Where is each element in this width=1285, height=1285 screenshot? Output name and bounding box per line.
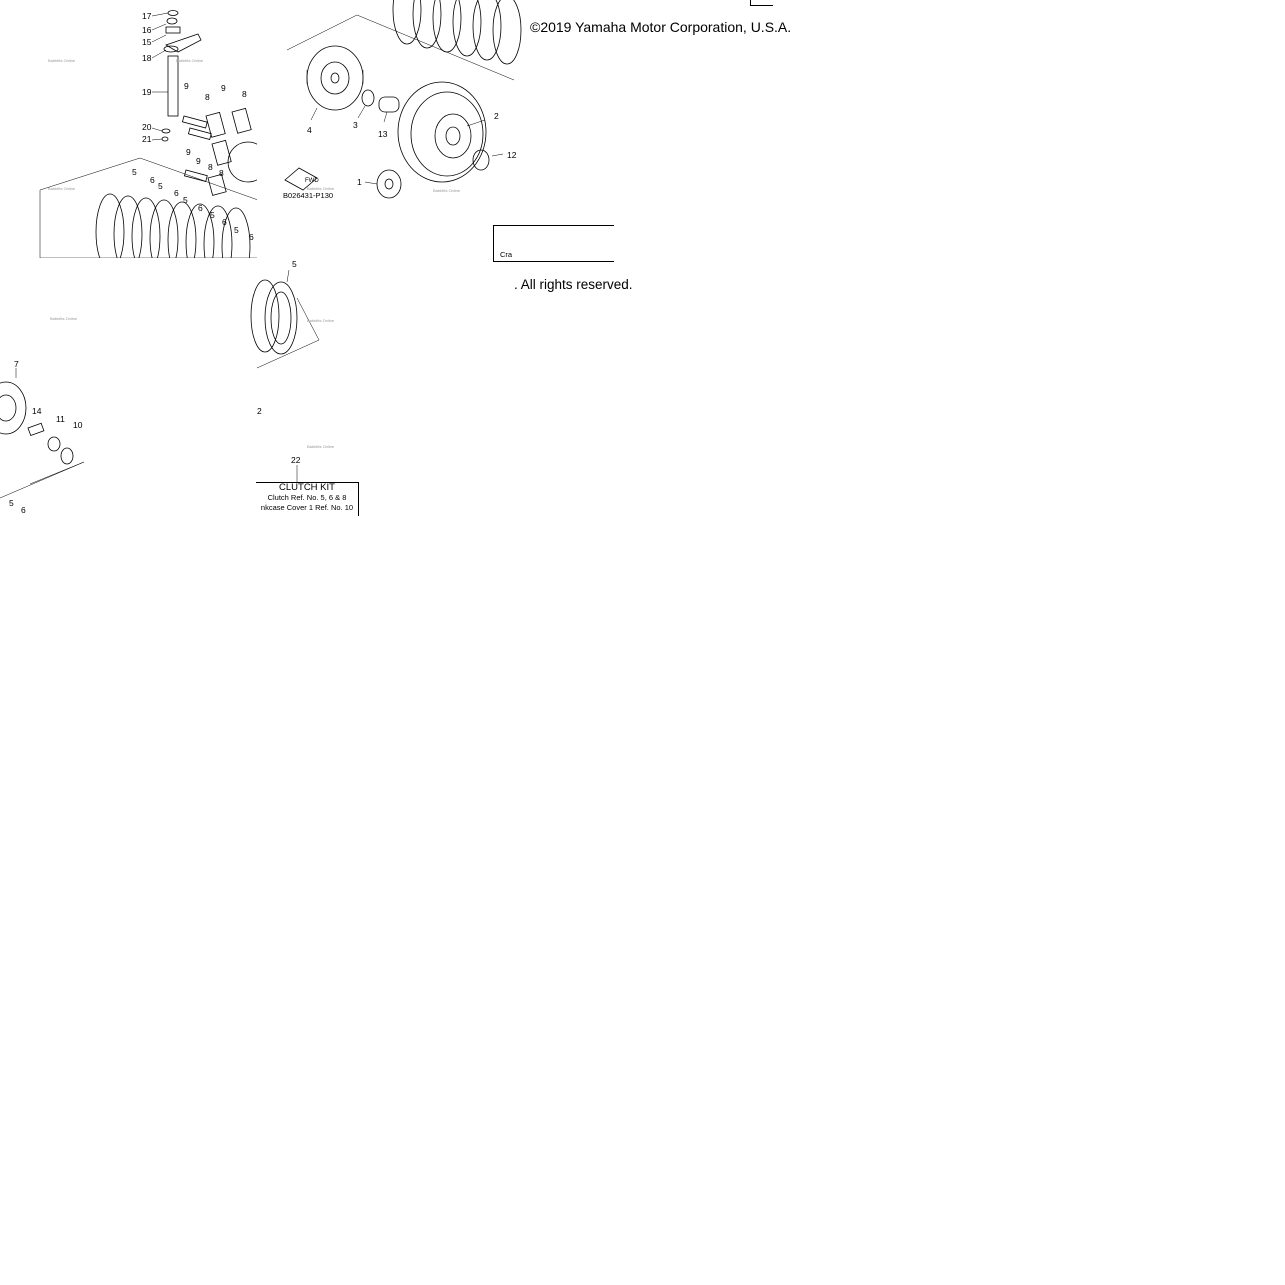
diagram-tile-pressure-plate: 7 14 11 10 5 6 Babbitts Online xyxy=(0,258,257,516)
callout-12: 12 xyxy=(507,150,517,160)
plates-upper xyxy=(392,0,522,65)
callout-14: 14 xyxy=(32,406,42,416)
watermark: Babbitts Online xyxy=(176,58,204,63)
callout-6a: 6 xyxy=(150,175,155,185)
callout-8a: 8 xyxy=(205,92,210,102)
copyright-text: ©2019 Yamaha Motor Corporation, U.S.A. xyxy=(530,19,792,35)
callout-7: 7 xyxy=(14,359,19,369)
callout-5b: 5 xyxy=(158,181,163,191)
callout-6e: 6 xyxy=(249,232,254,242)
callout-13: 13 xyxy=(378,129,388,139)
watermark: Babbitts Online xyxy=(433,188,461,193)
callout-1: 1 xyxy=(357,177,362,187)
kit-box-corner xyxy=(750,0,773,6)
callout-8c: 8 xyxy=(208,162,213,172)
callout-6b: 6 xyxy=(174,188,179,198)
callout-9d: 9 xyxy=(196,156,201,166)
watermark: Babbitts Online xyxy=(48,186,76,191)
clutch-boss xyxy=(306,45,364,111)
callout-6f: 6 xyxy=(21,505,26,515)
callout-12b: 2 xyxy=(257,406,262,416)
clutch-kit-line2: nkcase Cover 1 Ref. No. 10 xyxy=(260,503,354,512)
pressure-plate xyxy=(0,381,27,435)
callout-9a: 9 xyxy=(184,81,189,91)
nut-11 xyxy=(47,436,61,452)
callout-5c: 5 xyxy=(183,195,188,205)
callout-5d: 5 xyxy=(210,210,215,220)
callout-18: 18 xyxy=(142,53,152,63)
pressure-plate-drawing: 7 14 11 10 5 6 Babbitts Online xyxy=(0,316,85,515)
callout-5f: 5 xyxy=(9,498,14,508)
clutch-housing-drawing: FWD B026431-P130 4 3 13 2 12 1 Babbitts … xyxy=(283,0,522,200)
primary-driven-gear xyxy=(397,81,487,183)
clutch-kit-box: CLUTCH KIT Clutch Ref. No. 5, 6 & 8 nkca… xyxy=(256,482,359,516)
callout-15: 15 xyxy=(142,37,152,47)
watermark: Babbitts Online xyxy=(48,58,76,63)
rights-text: . All rights reserved. xyxy=(514,277,633,292)
washer-3 xyxy=(361,89,375,107)
washer-12 xyxy=(472,149,490,171)
watermark: Babbitts Online xyxy=(307,444,335,449)
callout-22: 22 xyxy=(291,455,301,465)
collar-13 xyxy=(378,96,400,113)
callout-8b: 8 xyxy=(242,89,247,99)
drawing-code: B026431-P130 xyxy=(283,191,333,200)
drive-gear-1 xyxy=(376,169,402,199)
plates-lower xyxy=(250,279,298,355)
callout-6c: 6 xyxy=(198,203,203,213)
callout-19: 19 xyxy=(142,87,152,97)
callout-8d: 8 xyxy=(219,168,224,178)
callout-6d: 6 xyxy=(222,217,227,227)
clutch-kit-line1: Clutch Ref. No. 5, 6 & 8 xyxy=(267,493,347,502)
callout-5a: 5 xyxy=(132,167,137,177)
kit-box-partial-text: Cra xyxy=(500,250,513,259)
callout-4: 4 xyxy=(307,125,312,135)
callout-3: 3 xyxy=(353,120,358,130)
callout-5e: 5 xyxy=(234,225,239,235)
callout-5g: 5 xyxy=(292,259,297,269)
callout-21: 21 xyxy=(142,134,152,144)
callout-9c: 9 xyxy=(186,147,191,157)
watermark: Babbitts Online xyxy=(307,186,335,191)
callout-10: 10 xyxy=(73,420,83,430)
fwd-label: FWD xyxy=(305,178,319,184)
diagram-tile-shift-shaft: 17 16 15 18 19 20 21 9 8 9 8 9 9 8 8 5 6… xyxy=(0,0,269,285)
callout-9b: 9 xyxy=(221,83,226,93)
watermark: Babbitts Online xyxy=(307,318,335,323)
washer-10 xyxy=(60,447,74,465)
callout-17: 17 xyxy=(142,11,152,21)
callout-2: 2 xyxy=(494,111,499,121)
diagram-tile-clutch-housing: FWD B026431-P130 4 3 13 2 12 1 Babbitts … xyxy=(257,0,522,258)
watermark: Babbitts Online xyxy=(50,316,78,321)
callout-20: 20 xyxy=(142,122,152,132)
clutch-springs xyxy=(181,107,269,196)
fwd-arrow-icon xyxy=(284,167,318,191)
kit-box-partial: Cra xyxy=(493,225,614,262)
callout-11: 11 xyxy=(56,414,65,424)
clutch-kit-drawing: 5 2 22 Babbitts Online Babbitts Online xyxy=(250,259,335,482)
diagram-tile-clutch-kit: 5 2 22 Babbitts Online Babbitts Online xyxy=(250,258,514,516)
shift-shaft-drawing: 17 16 15 18 19 20 21 9 8 9 8 9 9 8 8 5 6… xyxy=(39,10,269,285)
clutch-kit-title: CLUTCH KIT xyxy=(279,482,335,493)
callout-16: 16 xyxy=(142,25,152,35)
push-rod-14 xyxy=(27,422,45,437)
